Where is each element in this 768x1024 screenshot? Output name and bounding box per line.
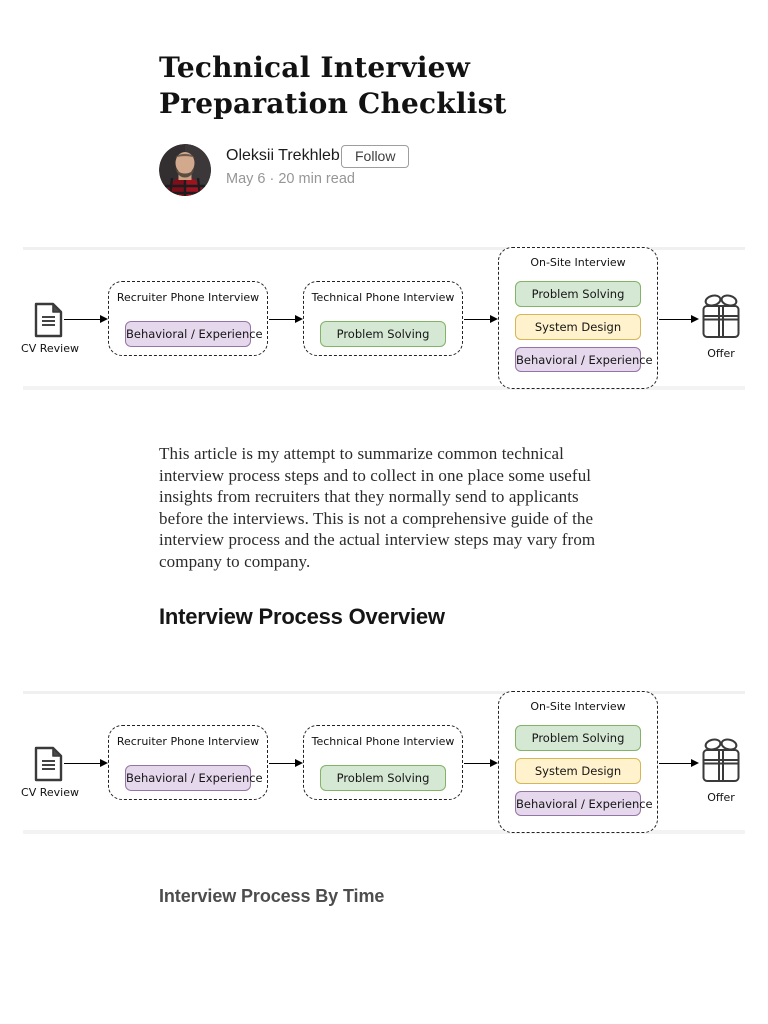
cv-document-icon bbox=[33, 302, 64, 338]
cv-document-icon bbox=[33, 746, 64, 782]
author-row: Oleksii Trekhleb Follow May 6 · 20 min r… bbox=[159, 144, 619, 196]
pill-problem-solving: Problem Solving bbox=[320, 321, 446, 347]
stage-title: On-Site Interview bbox=[530, 700, 626, 713]
follow-button[interactable]: Follow bbox=[341, 145, 410, 168]
arrow-cv-to-recruiter bbox=[64, 315, 108, 324]
pill-problem-solving: Problem Solving bbox=[515, 725, 641, 751]
stage-title: Recruiter Phone Interview bbox=[116, 291, 260, 304]
pill-problem-solving: Problem Solving bbox=[320, 765, 446, 791]
process-diagram-overview: CV Review Recruiter Phone Interview Beha… bbox=[21, 247, 745, 390]
pill-system-design: System Design bbox=[515, 314, 641, 340]
stage-title: Technical Phone Interview bbox=[311, 735, 455, 748]
stage-technical-phone-interview: Technical Phone Interview Problem Solvin… bbox=[303, 281, 463, 356]
gift-offer-icon bbox=[699, 735, 743, 785]
stage-recruiter-phone-interview: Recruiter Phone Interview Behavioral / E… bbox=[108, 725, 268, 800]
stage-technical-phone-interview: Technical Phone Interview Problem Solvin… bbox=[303, 725, 463, 800]
offer-label: Offer bbox=[707, 347, 735, 360]
arrow-onsite-to-offer bbox=[659, 315, 699, 324]
stage-onsite-interview: On-Site Interview Problem Solving System… bbox=[498, 247, 658, 389]
avatar-image bbox=[159, 144, 211, 196]
stage-title: Technical Phone Interview bbox=[311, 291, 455, 304]
intro-paragraph: This article is my attempt to summarize … bbox=[159, 444, 596, 571]
pill-system-design: System Design bbox=[515, 758, 641, 784]
cv-review-label: CV Review bbox=[21, 342, 79, 355]
pill-behavioral-experience: Behavioral / Experience bbox=[515, 347, 653, 372]
author-name[interactable]: Oleksii Trekhleb bbox=[226, 147, 340, 164]
pill-problem-solving: Problem Solving bbox=[515, 281, 641, 307]
arrow-onsite-to-offer bbox=[659, 759, 699, 768]
stage-onsite-interview: On-Site Interview Problem Solving System… bbox=[498, 691, 658, 833]
offer-label: Offer bbox=[707, 791, 735, 804]
heading-interview-process-by-time: Interview Process By Time bbox=[159, 886, 385, 906]
arrow-technical-to-onsite bbox=[464, 759, 498, 768]
author-meta: May 6 · 20 min read bbox=[226, 171, 355, 187]
avatar[interactable] bbox=[159, 144, 211, 196]
stage-title: On-Site Interview bbox=[530, 256, 626, 269]
arrow-recruiter-to-technical bbox=[269, 759, 303, 768]
cv-review-label: CV Review bbox=[21, 786, 79, 799]
process-diagram-by-time: CV Review Recruiter Phone Interview Beha… bbox=[21, 691, 745, 834]
pill-behavioral-experience: Behavioral / Experience bbox=[125, 321, 263, 347]
heading-interview-process-overview: Interview Process Overview bbox=[159, 604, 445, 629]
arrow-cv-to-recruiter bbox=[64, 759, 108, 768]
gift-offer-icon bbox=[699, 291, 743, 341]
page-title: Technical Interview Preparation Checklis… bbox=[159, 51, 507, 120]
stage-recruiter-phone-interview: Recruiter Phone Interview Behavioral / E… bbox=[108, 281, 268, 356]
stage-title: Recruiter Phone Interview bbox=[116, 735, 260, 748]
arrow-recruiter-to-technical bbox=[269, 315, 303, 324]
pill-behavioral-experience: Behavioral / Experience bbox=[515, 791, 653, 816]
pill-behavioral-experience: Behavioral / Experience bbox=[125, 765, 263, 791]
arrow-technical-to-onsite bbox=[464, 315, 498, 324]
